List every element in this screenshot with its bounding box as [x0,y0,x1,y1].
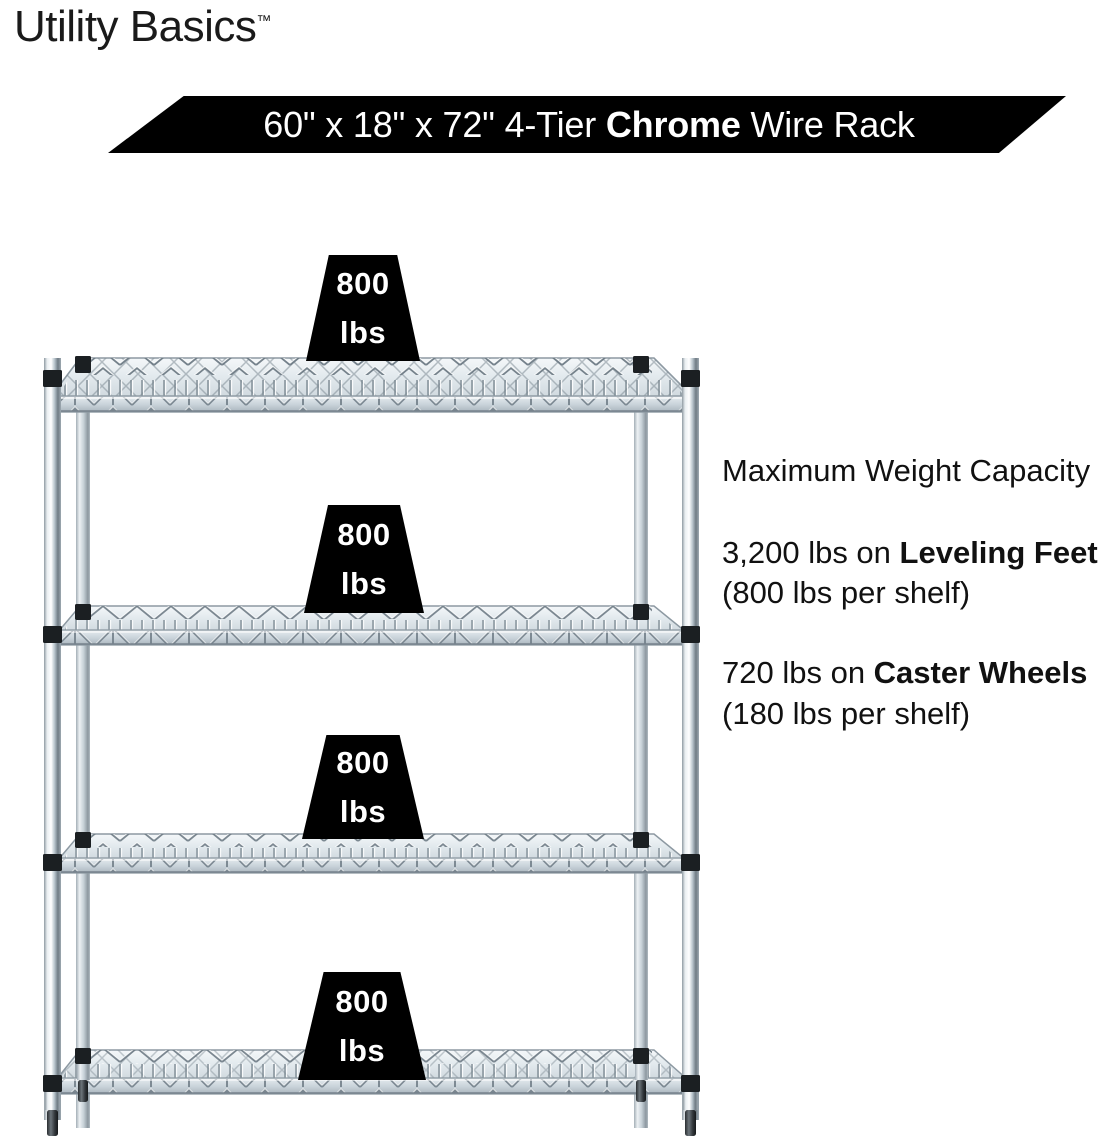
weight-badge-value: 800 [336,745,390,780]
weight-badge-unit: lbs [339,794,387,829]
weight-badge-value: 800 [337,517,391,552]
title-banner: 60" x 18" x 72" 4-Tier Chrome Wire Rack [108,96,1066,153]
leveling-feet-lead: 3,200 lbs on [722,534,900,570]
weight-badge-shelf-3: 800 lbs [302,735,424,839]
info-paragraph-caster-wheels: 720 lbs on Caster Wheels (180 lbs per sh… [722,653,1116,734]
leveling-feet-emphasis: Leveling Feet [899,534,1098,570]
trademark-symbol: ™ [256,12,272,30]
rack-back-posts [76,358,648,1128]
shelf-deck-1 [48,357,696,413]
shelf-deck-3 [56,833,689,874]
info-paragraph-leveling-feet: 3,200 lbs on Leveling Feet (800 lbs per … [722,533,1116,614]
brand-name: Utility Basics [14,2,257,51]
weight-badge-unit: lbs [338,1033,386,1068]
leveling-feet [45,1064,698,1136]
weight-badge-unit: lbs [339,315,387,350]
caster-wheels-lead: 720 lbs on [722,655,874,691]
rack-front-posts [44,358,699,1120]
caster-wheels-emphasis: Caster Wheels [873,655,1088,691]
weight-badge-value: 800 [336,266,390,301]
weight-capacity-info: Maximum Weight Capacity 3,200 lbs on Lev… [722,452,1116,774]
weight-badge-unit: lbs [340,566,388,601]
caster-wheels-tail: (180 lbs per shelf) [722,695,971,731]
banner-tier: 4-Tier [504,103,597,145]
banner-product-type: Wire Rack [750,103,915,145]
banner-material: Chrome [605,103,741,145]
shelf-deck-2 [56,605,689,646]
title-banner-text: 60" x 18" x 72" 4-Tier Chrome Wire Rack [263,103,915,146]
rack-collars [43,356,700,1092]
weight-badge-shelf-2: 800 lbs [304,505,424,613]
weight-badge-value: 800 [335,984,389,1019]
weight-badge-shelf-4: 800 lbs [298,972,426,1080]
chrome-wire-rack-illustration [18,230,708,1138]
banner-dimensions: 60" x 18" x 72" [263,103,495,145]
info-heading: Maximum Weight Capacity [722,453,1091,488]
brand-wordmark: Utility Basics™ [14,2,271,52]
leveling-feet-tail: (800 lbs per shelf) [722,575,971,611]
